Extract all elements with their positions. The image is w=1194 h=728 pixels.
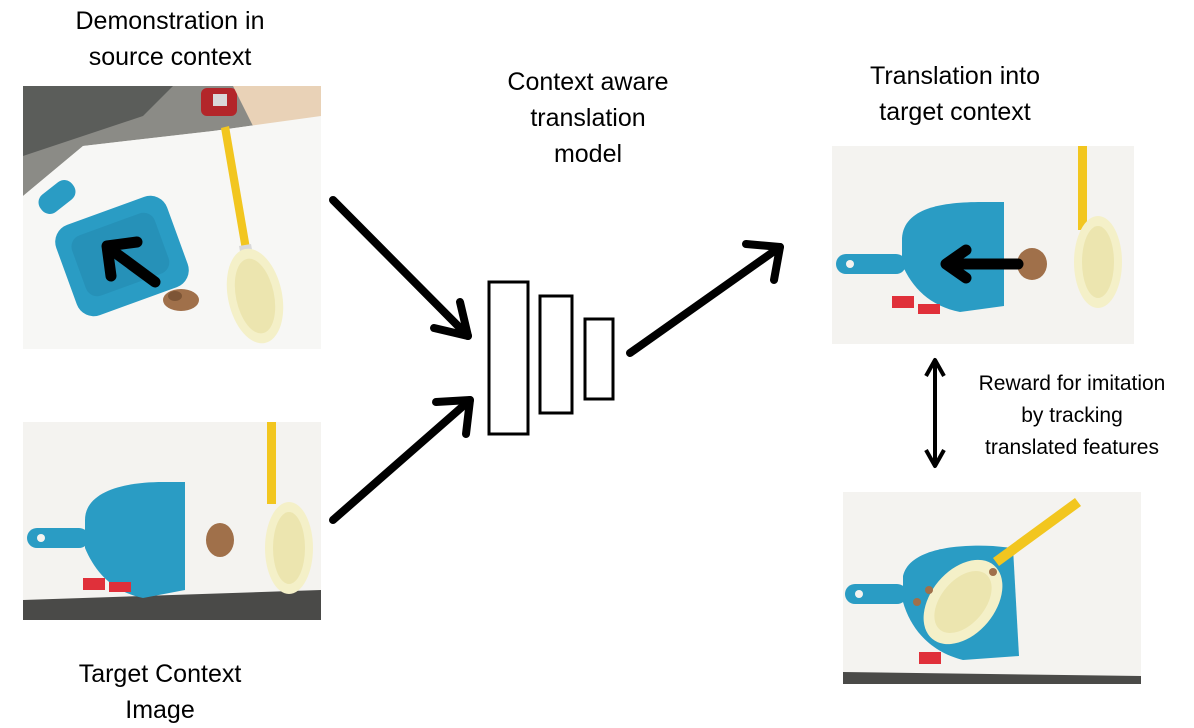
context-label-line2: Image [125, 696, 195, 724]
context-label-line1: Target Context [78, 660, 242, 688]
model-title-line2: translation [530, 104, 646, 132]
target-context-title: Translation into target context [805, 58, 1105, 130]
reward-label-line2: by tracking [1021, 404, 1123, 427]
source-context-title: Demonstration in source context [20, 3, 320, 75]
source-to-model-arrow [329, 196, 472, 340]
target-context-image-label: Target Context Image [20, 656, 300, 728]
reward-double-arrow [924, 358, 946, 468]
target-title-line2: target context [879, 98, 1031, 126]
model-layer-3 [583, 317, 615, 401]
model-layer-2 [538, 294, 574, 415]
model-title: Context aware translation model [448, 64, 728, 172]
source-demonstration-photo [23, 86, 321, 349]
reward-label-line1: Reward for imitation [978, 372, 1166, 395]
imitation-result-photo [843, 492, 1141, 684]
model-layer-1 [487, 280, 530, 436]
model-title-line3: model [553, 140, 623, 168]
translated-target-photo [832, 146, 1134, 344]
target-context-photo [23, 422, 321, 620]
context-to-model-arrow [329, 396, 474, 524]
model-title-line1: Context aware [507, 68, 669, 96]
source-title-line1: Demonstration in [75, 7, 265, 35]
reward-label: Reward for imitation by tracking transla… [952, 368, 1192, 464]
target-title-line1: Translation into [870, 62, 1040, 90]
source-title-line2: source context [88, 43, 252, 71]
translation-model-blocks [487, 280, 615, 436]
model-to-translation-arrow [626, 240, 784, 357]
reward-label-line3: translated features [985, 436, 1159, 459]
